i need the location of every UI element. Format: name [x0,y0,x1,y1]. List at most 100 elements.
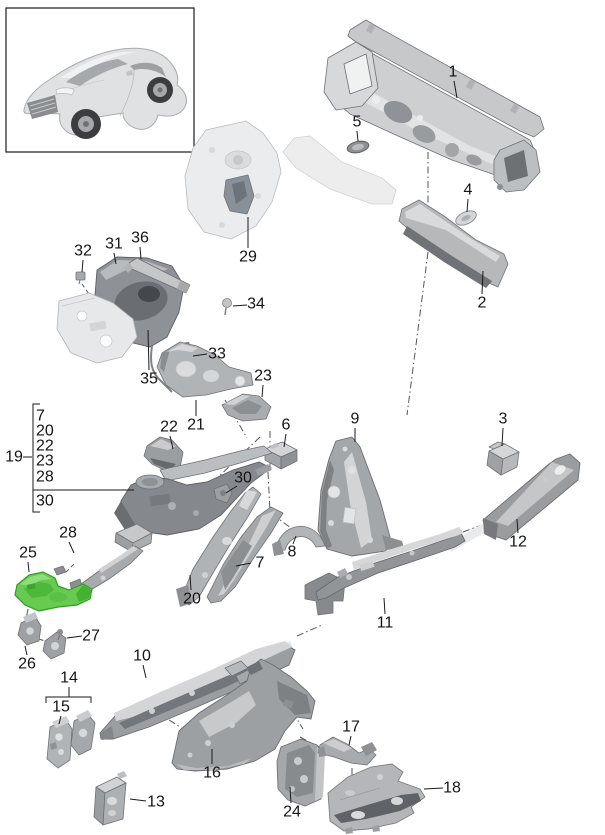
part-3-bracket [486,441,520,476]
callout-11[interactable]: 11 [377,615,394,632]
callout-22-leader [169,435,174,450]
callout-14[interactable]: 14 [60,670,78,687]
callout-29[interactable]: 29 [239,249,257,266]
list-item-7[interactable]: 7 [36,408,45,425]
callout-1[interactable]: 1 [449,64,458,81]
callout-31[interactable]: 31 [105,236,123,253]
part-20-support-rail [176,486,262,607]
part-26-bracket [17,612,42,646]
part-1-cowl-panel [323,19,545,193]
part-27-bracket [42,629,67,660]
windshield-frame-flange [347,19,545,138]
callout-2[interactable]: 2 [478,295,487,312]
list-item-23[interactable]: 23 [36,453,54,470]
ghost-cowl-panel [282,135,397,205]
callout-23[interactable]: 23 [254,368,272,385]
callout-13[interactable]: 13 [147,794,165,811]
callout-6[interactable]: 6 [282,417,291,434]
callout-25[interactable]: 25 [19,545,37,562]
callout-12-leader [516,518,519,534]
callout-13-leader [129,798,147,802]
callout-25-leader [27,561,30,573]
part-15-mount-bracket [46,716,73,769]
side-window [130,62,166,77]
part-7-support-rail [206,506,284,604]
callout-32-leader [81,259,84,273]
callout-18[interactable]: 18 [443,780,461,797]
headlight [55,87,75,96]
callout-10[interactable]: 10 [133,648,151,665]
callout-32[interactable]: 32 [74,243,92,260]
windshield [66,59,128,86]
callout-10-leader [142,664,147,679]
list-item-20[interactable]: 20 [36,423,54,440]
callout-27[interactable]: 27 [82,628,100,645]
part-23-bracket [221,393,272,422]
callout-27-leader [66,635,83,639]
part-8-wheel-arch [272,525,326,556]
part-2-brace-panel [398,199,509,288]
callout-12[interactable]: 12 [509,534,527,551]
part-22-panel [143,436,184,473]
callout-24-leader [289,786,292,804]
callout-16[interactable]: 16 [203,765,221,782]
callout-26[interactable]: 26 [18,656,36,673]
callout-22[interactable]: 22 [160,419,178,436]
list-item-22[interactable]: 22 [36,438,54,455]
callout-4[interactable]: 4 [464,182,473,199]
callout-30-leader [225,485,238,494]
callout-35[interactable]: 35 [140,371,158,388]
callout-36-leader [139,246,142,260]
callout-3[interactable]: 3 [499,411,508,428]
group-label-19[interactable]: 19 [5,449,23,466]
part-14-mount-bracket [70,710,96,756]
callout-36[interactable]: 36 [131,230,149,247]
callout-8[interactable]: 8 [288,544,297,561]
callout-33-leader [192,353,208,357]
part-18-floor-panel [327,763,426,834]
part-35-bracket [56,292,138,364]
list-item-28[interactable]: 28 [36,469,54,486]
callout-24[interactable]: 24 [283,804,301,821]
parts-layer [14,19,581,834]
part-17-strut-bracket [317,736,377,766]
part-25-highlighted-bracket[interactable] [14,571,93,612]
callout-26-leader [24,645,28,656]
part-32-clip [75,271,86,285]
list-item-30[interactable]: 30 [36,493,54,510]
callout-33[interactable]: 33 [208,346,226,363]
small-clip [53,565,67,576]
callout-6-leader [283,433,287,448]
part-16-wheelhouse-panel [171,658,316,772]
callout-9[interactable]: 9 [351,411,360,428]
callout-layer: 1234567891011121314151617181920212223242… [5,64,527,821]
callout-2-leader [481,270,484,295]
callout-34-leader [232,304,248,307]
part-5-seal-plug [346,140,370,154]
callout-21[interactable]: 21 [187,417,205,434]
callout-3-leader [501,427,504,447]
callout-15[interactable]: 15 [52,699,70,716]
callout-17-leader [348,735,352,746]
part-30-bracket [213,483,233,504]
part-4-seal [455,210,477,226]
callout-1-leader [453,80,458,99]
callout-5-leader [356,130,359,142]
callout-30[interactable]: 30 [234,470,252,487]
callout-28[interactable]: 28 [59,525,77,542]
callout-7-leader [235,562,252,567]
vehicle-illustration [23,47,187,139]
callout-17[interactable]: 17 [342,719,360,736]
part-36-strip-bracket [124,257,191,294]
part-13-box-bracket [93,771,127,826]
callout-7[interactable]: 7 [256,555,265,572]
callout-34[interactable]: 34 [247,296,265,313]
part-34-screw [222,298,232,316]
callout-5[interactable]: 5 [353,114,362,131]
callout-35-leader [147,329,150,371]
part-21-bracket [156,341,254,398]
callout-28-leader [68,541,75,554]
callout-20[interactable]: 20 [183,591,201,608]
part-11-sill-panel [304,527,466,616]
